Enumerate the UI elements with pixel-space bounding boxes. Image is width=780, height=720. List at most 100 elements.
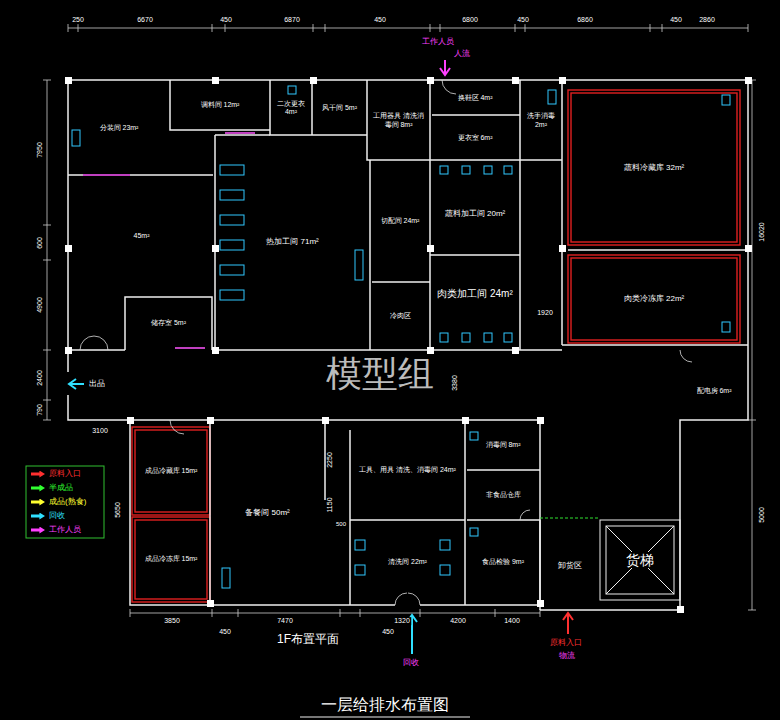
room-name: 工用器具 清洗消毒间 8m² bbox=[370, 112, 427, 128]
dimension-text: 3100 bbox=[91, 427, 109, 435]
dimension-text: 1320 bbox=[393, 617, 411, 625]
plumbing-fixture bbox=[355, 565, 365, 575]
dimension-text: 5000 bbox=[758, 506, 766, 524]
red-cold-room bbox=[568, 255, 740, 343]
pillar bbox=[462, 417, 469, 424]
room-box: 45m² bbox=[70, 177, 213, 295]
lift-shaft bbox=[606, 526, 674, 594]
room-name: 非食品仓库 bbox=[486, 491, 521, 499]
plumbing-fixture bbox=[220, 290, 244, 300]
dimension-text: 5650 bbox=[114, 501, 122, 519]
door-swing bbox=[680, 350, 692, 362]
room-name: 工具、用具 清洗、消毒间 24m² bbox=[359, 466, 456, 474]
room-name: 清洗间 22m² bbox=[388, 558, 427, 566]
room-box: 切配间 24m² bbox=[372, 162, 428, 280]
flow-arrow bbox=[69, 60, 573, 654]
door-swing bbox=[520, 510, 530, 520]
wall bbox=[125, 297, 212, 350]
annotation: 物流 bbox=[558, 652, 576, 661]
flow-arrow bbox=[563, 613, 573, 634]
wall bbox=[68, 80, 748, 610]
dimension-text: 450 bbox=[669, 16, 683, 24]
room-name: 成品冷冻库 15m² bbox=[145, 555, 198, 563]
dimension-line bbox=[43, 24, 756, 617]
plumbing-fixture bbox=[440, 333, 448, 342]
legend-swatch bbox=[31, 513, 45, 520]
dimension-text: 7470 bbox=[276, 617, 294, 625]
room-box: 工用器具 清洗消毒间 8m² bbox=[368, 82, 429, 159]
dimension-line bbox=[68, 24, 748, 32]
red-cold-room bbox=[132, 427, 210, 515]
red-cold-room bbox=[571, 258, 737, 340]
wall bbox=[370, 80, 562, 350]
room-box: 食品检验 9m² bbox=[467, 522, 539, 603]
pillar bbox=[212, 245, 219, 252]
pillar bbox=[207, 600, 214, 607]
legend-frame bbox=[26, 466, 104, 538]
room-name: 备餐间 50m² bbox=[245, 508, 289, 517]
room-box: 蔬料加工间 20m² bbox=[432, 175, 518, 253]
room-name: 肉类加工间 24m² bbox=[437, 288, 513, 300]
pillar bbox=[677, 606, 684, 613]
room-name: 二次更衣 4m² bbox=[273, 100, 309, 116]
dimension-text: 4200 bbox=[449, 617, 467, 625]
dimension-text: 3380 bbox=[451, 374, 459, 392]
room-box: 更衣室 6m² bbox=[432, 117, 518, 159]
dimension-text: 1920 bbox=[536, 309, 554, 317]
pillar bbox=[427, 245, 434, 252]
room-name: 消毒间 8m² bbox=[486, 441, 521, 449]
legend-swatch bbox=[31, 499, 45, 506]
room-box: 储存室 5m² bbox=[127, 299, 210, 348]
room-name: 肉类冷冻库 22m² bbox=[624, 294, 684, 303]
room-name: 风干间 5m² bbox=[322, 104, 357, 112]
watermark: 模型组 bbox=[325, 354, 435, 394]
pillar bbox=[537, 600, 544, 607]
room-name: 切配间 24m² bbox=[381, 217, 420, 225]
dimension-line bbox=[43, 80, 51, 420]
room-name: 45m² bbox=[134, 232, 150, 240]
room-box: 肉类冷冻库 22m² bbox=[572, 259, 736, 339]
dimension-text: 6670 bbox=[136, 16, 154, 24]
room-box: 洗手消毒 2m² bbox=[521, 82, 561, 159]
pillar bbox=[427, 347, 434, 354]
pillar bbox=[512, 347, 519, 354]
wall bbox=[170, 80, 430, 160]
legend-swatch bbox=[31, 485, 45, 492]
room-name: 食品检验 9m² bbox=[482, 558, 524, 566]
plumbing-fixture bbox=[722, 95, 730, 105]
pillar bbox=[745, 77, 752, 84]
dimension-text: 16020 bbox=[758, 221, 766, 242]
pillar bbox=[427, 77, 434, 84]
dimension-text: 6800 bbox=[461, 16, 479, 24]
dimension-line bbox=[130, 609, 540, 617]
room-name: 成品冷藏库 15m² bbox=[145, 467, 198, 475]
room-name: 热加工间 71m² bbox=[266, 237, 318, 246]
plumbing-fixture bbox=[470, 432, 478, 440]
pillar bbox=[65, 245, 72, 252]
plumbing-fixture bbox=[462, 166, 470, 174]
dimension-text: 500 bbox=[335, 521, 347, 528]
pillar bbox=[212, 347, 219, 354]
title-underline bbox=[300, 716, 470, 717]
dimension-text: 1400 bbox=[503, 617, 521, 625]
loading-dock bbox=[540, 517, 600, 518]
room-name: 调料间 12m² bbox=[201, 101, 240, 109]
title: 一层给排水布置图 bbox=[320, 696, 450, 714]
room-name: 洗手消毒 2m² bbox=[523, 112, 559, 128]
plumbing-fixture bbox=[222, 568, 230, 588]
dimension-text: 450 bbox=[219, 16, 233, 24]
room-name: 储存室 5m² bbox=[151, 319, 186, 327]
loading-dock bbox=[540, 517, 600, 518]
door-swing bbox=[80, 336, 108, 350]
plumbing-fixture bbox=[722, 322, 730, 332]
plumbing-fixture bbox=[220, 265, 244, 275]
dimension-text: 450 bbox=[373, 16, 387, 24]
wall bbox=[68, 80, 748, 610]
plumbing-fixture bbox=[484, 333, 492, 342]
dimension-text: 450 bbox=[218, 628, 232, 636]
dimension-text: 250 bbox=[71, 16, 85, 24]
room-box: 工具、用具 清洗、消毒间 24m² bbox=[352, 422, 463, 518]
plumbing-fixture bbox=[440, 166, 448, 174]
room-box: 非食品仓库 bbox=[467, 472, 539, 518]
plumbing-fixture bbox=[220, 190, 244, 200]
